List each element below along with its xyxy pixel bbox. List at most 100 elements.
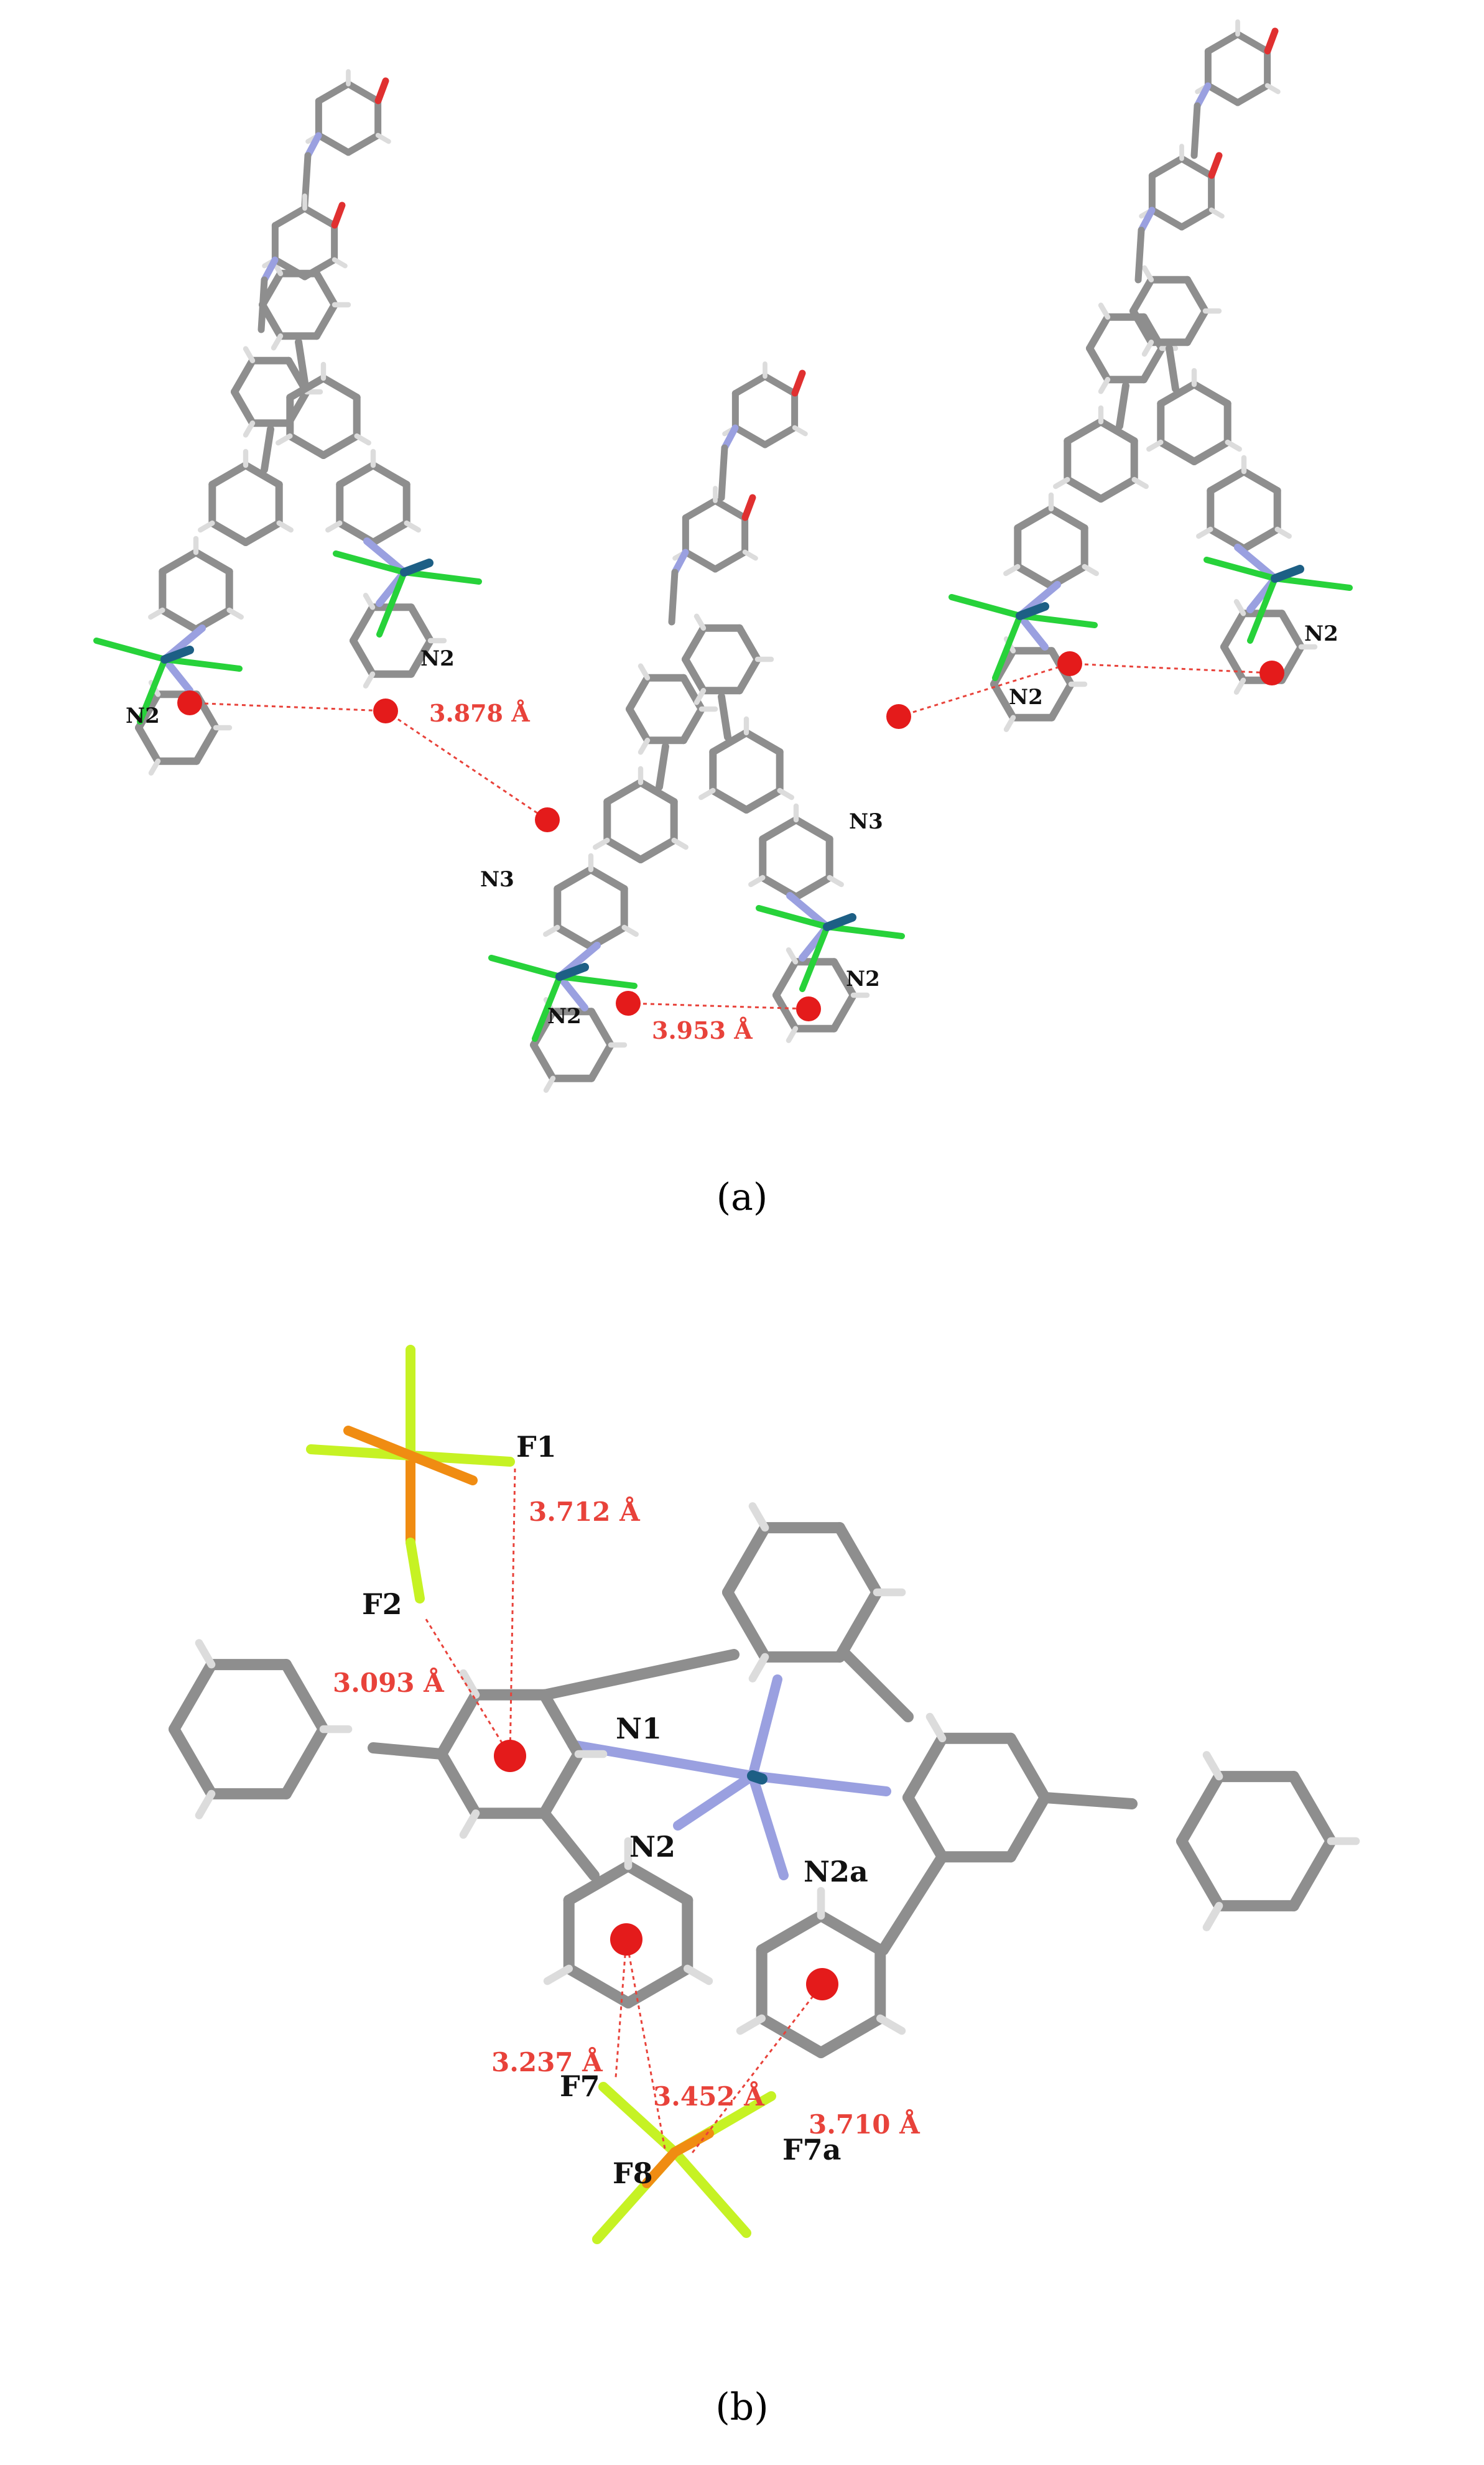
atom-label-n3: N3 (849, 809, 883, 834)
h-bond (1141, 265, 1154, 282)
ring-bond (902, 1792, 948, 1863)
ring-bond (1278, 610, 1305, 651)
ring-bond (626, 705, 651, 745)
ring-bond (792, 816, 833, 843)
ring-bond (1014, 505, 1055, 532)
ring-bond (815, 2013, 886, 2058)
h-bond (198, 520, 215, 533)
panel-a-packing: N2 N2 N3 N2 N3 N2 N2 N2 3.878 Å 3.953 Å … (93, 19, 1353, 1219)
ring-bond (1005, 1732, 1050, 1803)
ring-bond (1157, 439, 1198, 465)
distance-label: 3.237 Å (491, 2046, 603, 2077)
ring-bond (345, 132, 382, 156)
ring-bond (1178, 207, 1215, 231)
h-bond (1003, 715, 1016, 732)
ring-bond (1148, 155, 1185, 179)
h-bond (693, 688, 707, 705)
bond (257, 276, 268, 333)
p-bond (343, 1426, 415, 1460)
ring-bond (436, 1689, 481, 1760)
ring-centroid (494, 1740, 526, 1772)
metal-bond (823, 913, 856, 931)
ring-bond (1048, 680, 1075, 722)
ring-bond (345, 80, 382, 104)
h-bond (1264, 83, 1281, 95)
ring-bond (1190, 381, 1231, 407)
ring-bond (554, 924, 595, 950)
h-bond (748, 1502, 769, 1532)
ring-bond (759, 816, 800, 843)
h-bond (777, 787, 794, 801)
ring-bond (313, 301, 338, 340)
ring-centroid (1259, 661, 1284, 685)
cl-bond (756, 905, 830, 930)
ring-bond (286, 374, 327, 401)
atom-label-f1: F1 (516, 1430, 557, 1464)
cl-bond (162, 656, 243, 672)
atom-label-n1: N1 (616, 1712, 662, 1745)
h-bond (1082, 564, 1099, 577)
ring-bond (1204, 82, 1241, 106)
h-bond (1202, 1901, 1223, 1931)
n-bond (748, 1771, 789, 1880)
cl-bond (992, 613, 1023, 681)
ring-bond (682, 497, 719, 521)
panel-b-contacts (424, 1467, 823, 2156)
ring-bond (709, 787, 750, 814)
f-bond (406, 1538, 425, 1604)
ring-bond (731, 424, 769, 448)
n-bond (1016, 612, 1049, 651)
panel-a-bonds (93, 19, 1353, 1093)
bond (840, 1649, 914, 1722)
atom-label-n2: N2 (629, 1830, 675, 1864)
cl-bond (799, 924, 830, 992)
ring-centroid (616, 991, 641, 1016)
h-bond (638, 738, 651, 755)
panel-b-bonds (169, 1345, 1360, 2244)
contact-line (1069, 662, 1273, 674)
distance-label: 3.878 Å (429, 699, 530, 727)
metal-bond (160, 646, 194, 664)
h-bond (375, 132, 391, 144)
contact-line (614, 1939, 628, 2078)
bond (1116, 382, 1129, 430)
ring-bond (731, 373, 769, 397)
ring-bond (1097, 418, 1138, 445)
h-bond (1196, 526, 1213, 539)
bond (718, 693, 731, 741)
ring-bond (313, 269, 338, 309)
panel-a-label: (a) (716, 1176, 768, 1219)
distance-label: 3.093 Å (333, 1667, 445, 1698)
atom-label-f2: F2 (362, 1587, 402, 1621)
ring-bond (301, 256, 338, 281)
contact-line (424, 1617, 511, 1757)
atom-label-n2: N2 (1304, 621, 1338, 646)
ring-bond (626, 674, 651, 713)
h-bond (1208, 207, 1225, 219)
atom-label-n2: N2 (126, 703, 160, 728)
ring-bond (1148, 207, 1185, 231)
n-bond (721, 424, 739, 452)
h-bond (621, 924, 639, 937)
n-bond (363, 537, 408, 576)
ring-bond (169, 1724, 217, 1799)
n-bond (748, 1771, 891, 1796)
ring-bond (637, 779, 678, 805)
ring-bond (736, 624, 761, 663)
h-bond (1233, 677, 1246, 695)
contact-line (689, 1984, 823, 2156)
cl-bond (532, 973, 563, 1042)
ring-bond (603, 837, 644, 863)
ring-bond (135, 724, 162, 765)
ring-bond (563, 1963, 634, 2008)
h-bond (638, 663, 651, 680)
h-bond (354, 433, 371, 446)
o-bond (331, 202, 346, 229)
cl-bond (824, 924, 905, 939)
atom-label-n2: N2 (1009, 685, 1043, 710)
h-bond (243, 420, 256, 438)
contact-line (898, 662, 1070, 718)
ring-bond (242, 519, 283, 546)
h-bond (543, 1075, 556, 1093)
n-bond (1138, 207, 1156, 234)
